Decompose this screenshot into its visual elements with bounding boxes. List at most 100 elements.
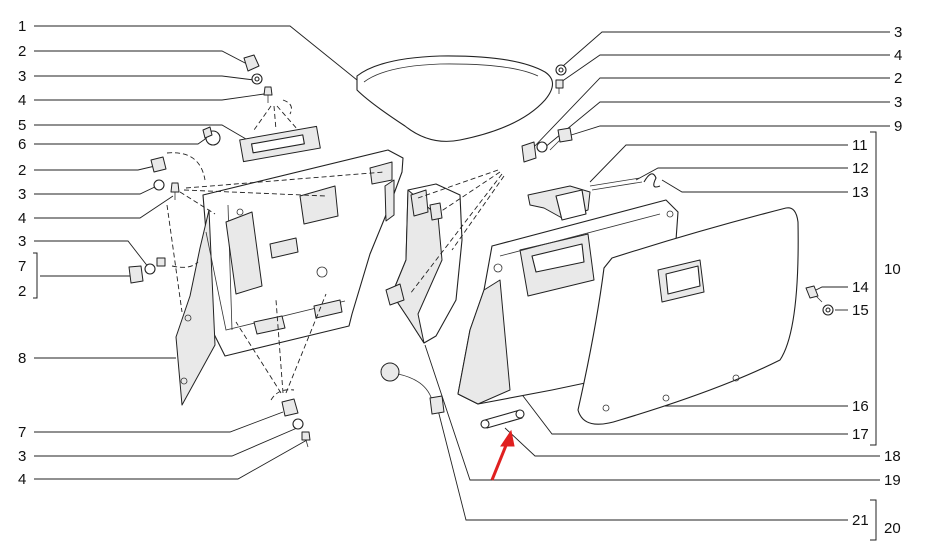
- washer-icon: [144, 263, 156, 275]
- callout-17: 17: [852, 426, 869, 443]
- callout-2: 2: [18, 162, 26, 179]
- leader-3: [34, 240, 150, 269]
- leader-9: [567, 125, 890, 137]
- screw-head-icon: [263, 86, 273, 96]
- left-lower-fasteners: [281, 398, 311, 448]
- lamp-bulb-icon: [380, 362, 400, 382]
- callout-15: 15: [852, 302, 869, 319]
- screw-head-icon: [805, 285, 819, 299]
- red-pointer-arrow: [490, 429, 515, 481]
- callout-11: 11: [852, 137, 868, 154]
- clip-icon: [150, 156, 167, 173]
- leader-3: [34, 184, 160, 195]
- callout-3: 3: [18, 68, 26, 85]
- leader-13: [661, 179, 848, 193]
- callout-4: 4: [18, 92, 26, 109]
- part-21-lamp: [380, 362, 445, 415]
- screw-head-icon: [301, 431, 311, 441]
- left-side-fasteners: [128, 156, 180, 284]
- part-11-12-13-latch: [527, 173, 661, 221]
- callout-20: 20: [884, 520, 901, 537]
- washer-icon: [292, 418, 304, 430]
- clip-icon: [281, 398, 299, 417]
- left-upper-fasteners: [202, 54, 321, 163]
- callout-2: 2: [18, 283, 26, 300]
- callout-18: 18: [884, 448, 901, 465]
- left-leaders: [34, 25, 358, 480]
- leader-4: [34, 195, 174, 219]
- leader-18: [504, 427, 880, 457]
- leader-7: [34, 411, 284, 433]
- leader-2: [34, 165, 156, 171]
- callout-3: 3: [894, 24, 902, 41]
- callout-4: 4: [894, 47, 902, 64]
- callout-19: 19: [884, 472, 901, 489]
- part-1-top-pad: [356, 55, 554, 142]
- part-16-front-door: [577, 207, 799, 425]
- left-dashed-connectors: [166, 99, 385, 401]
- clip-icon: [521, 141, 537, 163]
- leader-1: [34, 25, 358, 81]
- leader-17: [519, 391, 848, 435]
- left-callouts: 1 2 3 4 5 6 2 3 4 3 7 2 8 7 3 4: [18, 18, 38, 488]
- washer-icon: [536, 141, 548, 153]
- leader-2: [530, 77, 890, 151]
- clip-icon: [128, 265, 144, 284]
- callout-3: 3: [18, 233, 26, 250]
- part-14-15-screw-washer: [805, 285, 834, 316]
- leader-14: [811, 286, 848, 293]
- leader-4: [34, 439, 308, 480]
- leader-4: [34, 93, 265, 101]
- leader-6: [34, 136, 209, 145]
- callout-9: 9: [894, 118, 902, 135]
- bracket-7-2: [33, 252, 38, 299]
- leader-12: [635, 167, 848, 181]
- callout-2: 2: [894, 70, 902, 87]
- callout-13: 13: [852, 184, 869, 201]
- callout-7: 7: [18, 424, 26, 441]
- callout-16: 16: [852, 398, 869, 415]
- spring-13: [643, 173, 661, 188]
- washer-icon: [153, 179, 165, 191]
- leader-19: [424, 344, 880, 481]
- callout-2: 2: [18, 43, 26, 60]
- callout-4: 4: [18, 471, 26, 488]
- callout-3: 3: [894, 94, 902, 111]
- callout-21: 21: [852, 512, 869, 529]
- screw-head-icon: [156, 257, 166, 267]
- bracket-20: [870, 499, 877, 541]
- leader-3: [562, 31, 890, 67]
- callout-4: 4: [18, 210, 26, 227]
- part-19-side-panel: [385, 169, 505, 344]
- callout-3: 3: [18, 186, 26, 203]
- leader-3: [34, 75, 255, 81]
- callout-6: 6: [18, 136, 26, 153]
- bracket-10: [870, 131, 877, 446]
- callout-14: 14: [852, 279, 869, 296]
- screw-head-icon: [170, 182, 180, 193]
- leader-11: [589, 144, 848, 183]
- callout-1: 1: [18, 18, 26, 35]
- callout-7: 7: [18, 258, 26, 275]
- part-8-box-housing: [175, 149, 404, 406]
- leader-3: [543, 101, 890, 149]
- callout-5: 5: [18, 117, 26, 134]
- leader-4: [560, 54, 890, 83]
- leader-21: [437, 409, 848, 521]
- right-callouts: 3 4 2 3 9 11 12 13 10 14 15 16 17 18 19 …: [852, 24, 902, 541]
- right-leaders: [424, 31, 890, 521]
- leader-3: [34, 427, 298, 457]
- callout-12: 12: [852, 160, 869, 177]
- leader-2: [34, 50, 248, 65]
- clip-icon: [243, 54, 260, 72]
- leader-5: [34, 124, 259, 147]
- right-upper-fasteners: [521, 64, 573, 163]
- callout-10: 10: [884, 261, 901, 278]
- callout-3: 3: [18, 448, 26, 465]
- screw-head-icon: [557, 127, 573, 143]
- screw-head-icon: [555, 79, 564, 89]
- part-17-rear-box: [457, 199, 679, 405]
- callout-8: 8: [18, 350, 26, 367]
